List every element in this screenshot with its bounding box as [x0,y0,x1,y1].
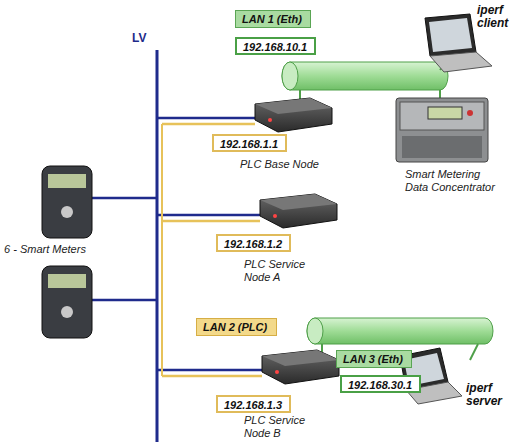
box-text: 192.168.1.2 [224,238,282,250]
ip-address-box: 192.168.10.1 [235,37,316,55]
bus-label: LV [132,32,146,45]
box-text: LAN 2 (PLC) [203,321,267,333]
device-label: PLC Base Node [240,158,319,171]
ip-address-box: 192.168.30.1 [340,375,421,393]
lan-tag: LAN 3 (Eth) [336,350,412,368]
device-label: iperf server [466,382,514,408]
box-text: 192.168.30.1 [348,379,412,391]
device-label: PLC Service Node A [244,258,324,284]
box-text: 192.168.10.1 [243,41,307,53]
lan-tag: LAN 1 (Eth) [235,10,311,28]
device-label: 6 - Smart Meters [4,243,86,256]
ip-address-box: 192.168.1.2 [216,234,291,252]
ip-address-box: 192.168.1.1 [212,134,287,152]
lan-tag: LAN 2 (PLC) [196,318,277,336]
box-text: 192.168.1.3 [224,399,282,411]
device-label: PLC Service Node B [244,414,324,440]
ip-address-box: 192.168.1.3 [216,395,291,413]
box-text: LAN 3 (Eth) [343,353,403,365]
device-label: Smart Metering Data Concentrator [405,168,505,194]
device-label: iperf client [477,4,515,30]
box-text: LAN 1 (Eth) [242,13,302,25]
box-text: 192.168.1.1 [220,138,278,150]
